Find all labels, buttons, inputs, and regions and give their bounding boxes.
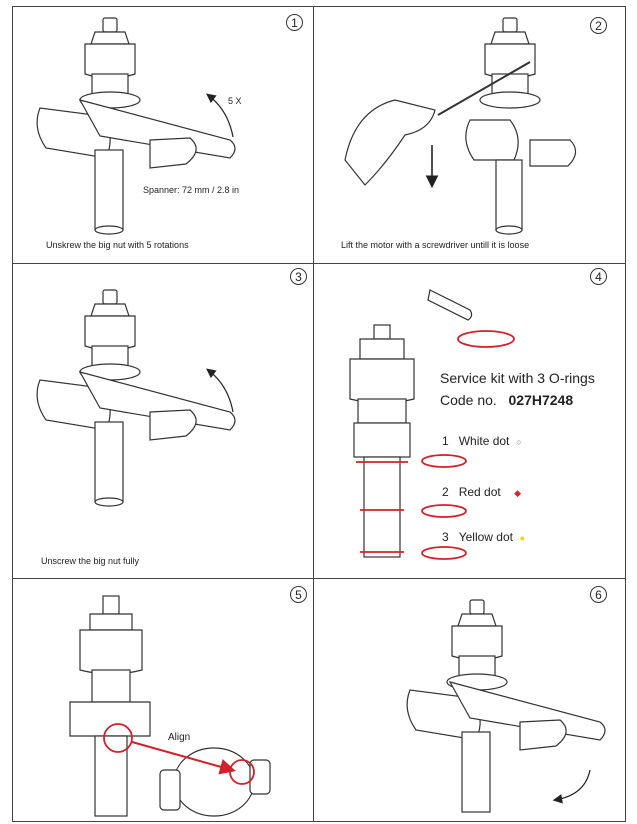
yellow-dot-icon: ● [519, 533, 526, 543]
align-label: Align [168, 732, 191, 743]
panel3-caption: Unscrew the big nut fully [41, 556, 140, 566]
white-dot-icon: ○ [516, 437, 522, 447]
oring-2-label: 2 Red dot ◆ [442, 485, 521, 499]
panel3-number: 3 [290, 268, 307, 285]
panel3-valve-drawing [36, 289, 236, 507]
panel5-number: 5 [290, 586, 307, 603]
row-divider-2 [12, 578, 626, 579]
service-kit-title: Service kit with 3 O-rings [440, 370, 595, 386]
panel5-drawing [69, 595, 271, 817]
panel2-caption: Lift the motor with a screwdriver untill… [341, 240, 530, 250]
panel4-motor-drawing [349, 289, 473, 558]
panel4-number: 4 [590, 268, 607, 285]
panel4-oring-highlights [356, 330, 515, 560]
row-divider-1 [12, 263, 626, 264]
code-label: Code no. [440, 392, 497, 408]
code-value: 027H7248 [508, 392, 574, 408]
column-divider [313, 6, 314, 822]
red-dot-icon: ◆ [514, 488, 521, 498]
oring-3-label: 3 Yellow dot ● [442, 530, 526, 544]
panel2-valve-drawing [344, 17, 577, 235]
panel6-valve-drawing [406, 599, 606, 813]
panel1-caption: Unskrew the big nut with 5 rotations [46, 240, 189, 250]
spanner-size-label: Spanner: 72 mm / 2.8 in [143, 185, 240, 195]
instruction-sheet [12, 6, 626, 822]
panel1-number: 1 [286, 14, 303, 31]
rotation-count-label: 5 X [228, 96, 242, 106]
panel1-valve-drawing [36, 17, 236, 235]
oring-1-label: 1 White dot ○ [442, 434, 522, 448]
panel2-number: 2 [590, 17, 607, 34]
panel6-number: 6 [590, 586, 607, 603]
service-kit-code: Code no. 027H7248 [440, 392, 573, 408]
